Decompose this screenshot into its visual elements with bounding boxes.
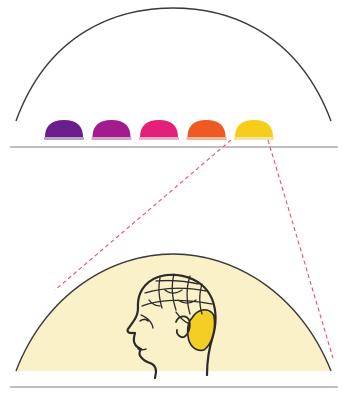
upper-arc [16, 8, 331, 121]
dome-purple-cap [45, 120, 83, 137]
enlarged-dome-fill [16, 254, 331, 371]
dome-yellow-cap [235, 120, 273, 137]
dome-magenta-base [139, 137, 179, 140]
small-domes-row [44, 120, 274, 140]
mouth [138, 349, 146, 350]
dome-violet [92, 120, 132, 140]
dome-orange-base [187, 137, 227, 140]
dome-orange [187, 120, 227, 140]
dome-yellow [234, 120, 274, 140]
dome-purple-base [44, 137, 84, 140]
dome-violet-cap [93, 120, 131, 137]
dome-violet-base [92, 137, 132, 140]
dome-yellow-base [234, 137, 274, 140]
dome-magenta [139, 120, 179, 140]
dome-purple [44, 120, 84, 140]
dome-magenta-cap [140, 120, 178, 137]
dome-orange-cap [188, 120, 226, 137]
